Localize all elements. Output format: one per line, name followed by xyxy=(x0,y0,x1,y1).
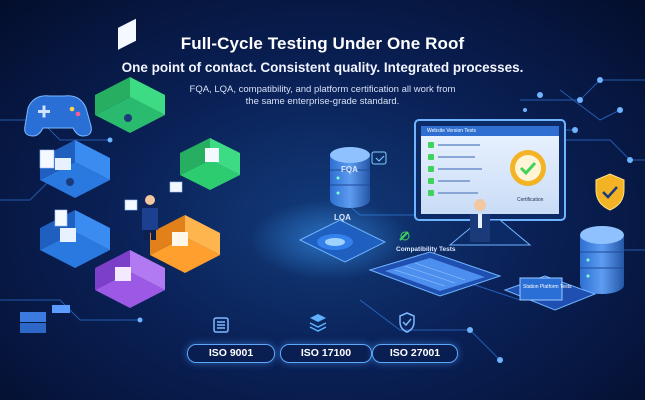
cubicle-green-right xyxy=(180,138,240,190)
fqa-server-icon xyxy=(330,147,370,208)
cubicle-blue-mid xyxy=(40,210,110,268)
person-icon xyxy=(142,195,158,240)
lqa-platform xyxy=(298,219,387,263)
page-subtitle: One point of contact. Consistent quality… xyxy=(121,60,524,75)
compatibility-label: Compatibility Tests xyxy=(396,246,456,253)
fqa-label: FQA xyxy=(341,165,358,174)
floating-documents xyxy=(39,149,183,227)
cubicle-green-top xyxy=(95,18,165,133)
engineer-icon xyxy=(470,199,490,242)
description-line-1: FQA, LQA, compatibility, and platform ce… xyxy=(189,84,456,95)
gamepad-icon xyxy=(24,95,92,137)
server-stack-icon xyxy=(580,226,624,294)
screen-badge-label: Certification xyxy=(517,197,544,203)
cert-badge-iso-9001: ISO 9001 xyxy=(187,344,275,363)
cubicle-blue-left xyxy=(40,140,110,198)
mini-server-icon xyxy=(20,305,70,333)
cubicle-orange xyxy=(150,215,220,273)
page-title: Full-Cycle Testing Under One Roof xyxy=(180,34,465,53)
monitor-icon xyxy=(414,119,566,246)
cert-badge-iso-17100: ISO 17100 xyxy=(280,344,372,363)
shield-outline-icon xyxy=(399,312,415,333)
cert-badge-iso-27001: ISO 27001 xyxy=(372,344,458,363)
screen-title-label: Website Version Tests xyxy=(427,128,477,134)
cubicle-purple xyxy=(95,250,165,308)
shield-check-icon xyxy=(595,173,625,211)
page-description: FQA, LQA, compatibility, and platform ce… xyxy=(0,84,645,108)
document-list-icon xyxy=(213,317,229,333)
platform-label: Station Platform Tests xyxy=(523,284,572,290)
lqa-label: LQA xyxy=(334,213,351,222)
description-line-2: the same enterprise-grade standard. xyxy=(245,96,400,107)
console-device-icon xyxy=(503,275,597,311)
keyboard-icon xyxy=(368,251,502,297)
layers-stack-icon xyxy=(309,314,327,332)
